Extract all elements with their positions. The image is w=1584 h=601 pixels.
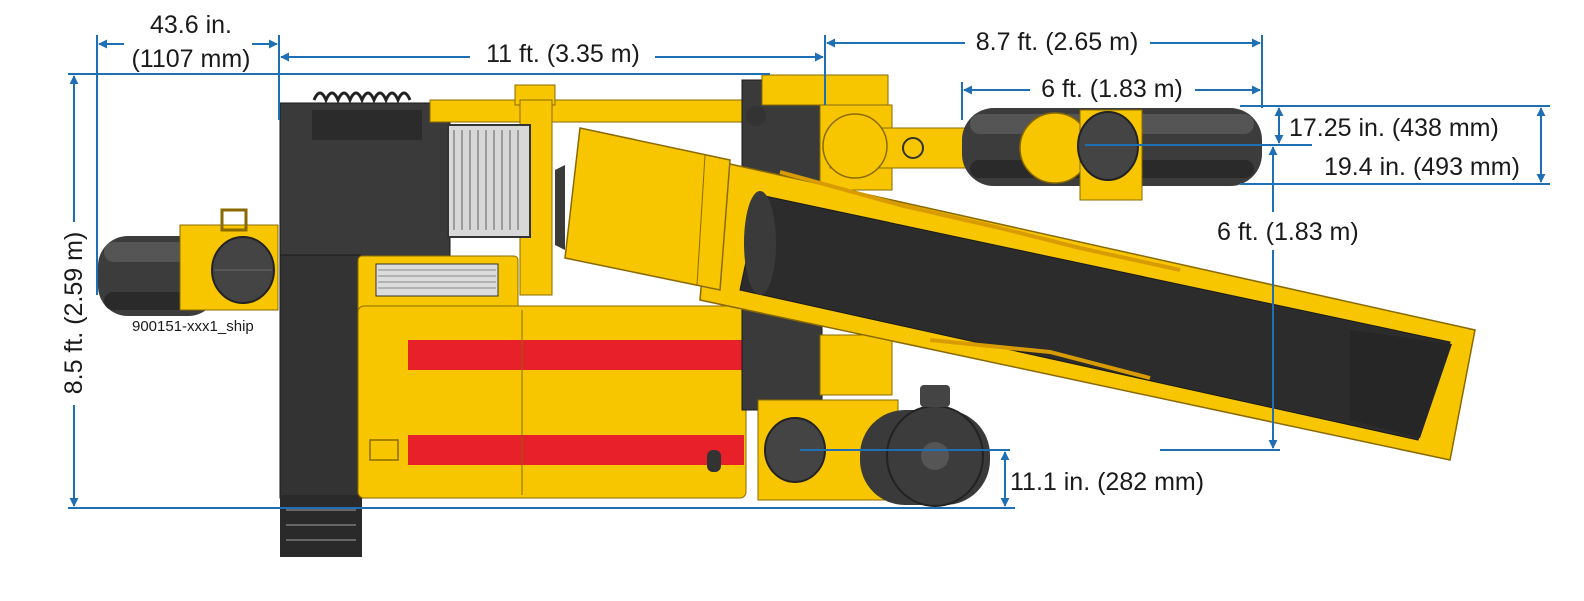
access-steps <box>280 495 362 557</box>
right-track <box>962 108 1262 201</box>
main-length-label: 11 ft. (3.35 m) <box>486 40 640 68</box>
head-overhang-label: 43.6 in. <box>150 11 232 39</box>
tail-length-label: 8.7 ft. (2.65 m) <box>976 28 1139 56</box>
feed-hopper <box>555 127 731 291</box>
warning-stripe <box>408 340 744 370</box>
warning-stripe <box>408 435 744 465</box>
rear-wheel-assembly <box>757 385 990 507</box>
dimension-labels: 43.6 in. (1107 mm) 11 ft. (3.35 m) 8.7 f… <box>60 11 1520 496</box>
main-body <box>357 255 747 499</box>
dimension-lines <box>68 35 1550 509</box>
track-height-b-label: 19.4 in. (493 mm) <box>1324 153 1520 181</box>
drawing-id-label: 900151-xxx1_ship <box>132 318 254 335</box>
track-height-a-label: 17.25 in. (438 mm) <box>1289 114 1499 142</box>
machine-illustration <box>98 74 1476 557</box>
conveyor-rise-label: 6 ft. (1.83 m) <box>1217 218 1359 246</box>
radiator <box>447 124 531 238</box>
overall-height-label: 8.5 ft. (2.59 m) <box>60 232 88 395</box>
tail-track-label: 6 ft. (1.83 m) <box>1041 75 1183 103</box>
ground-clearance-label: 11.1 in. (282 mm) <box>1010 468 1204 496</box>
left-track <box>98 208 279 316</box>
head-overhang-metric-label: (1107 mm) <box>131 45 250 73</box>
